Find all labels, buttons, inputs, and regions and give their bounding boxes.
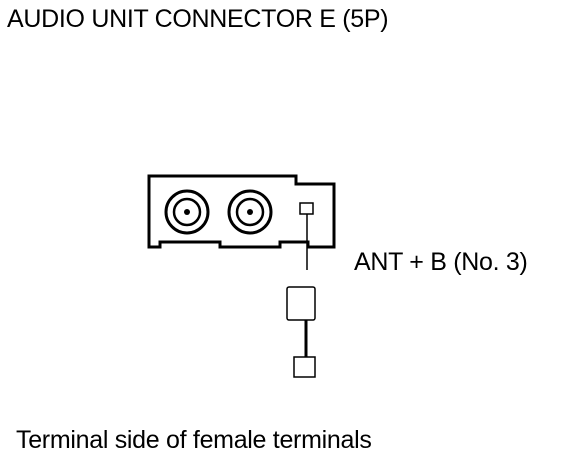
coax-terminal-2 bbox=[227, 189, 273, 235]
diagram-caption: Terminal side of female terminals bbox=[16, 426, 372, 454]
probe-connector bbox=[286, 286, 316, 321]
coax-terminal-1 bbox=[164, 189, 210, 235]
probe-tip bbox=[293, 356, 316, 378]
diagram-title: AUDIO UNIT CONNECTOR E (5P) bbox=[7, 5, 389, 33]
terminal-no-3 bbox=[299, 202, 314, 215]
pin-label-ant-b: ANT + B (No. 3) bbox=[354, 248, 528, 276]
